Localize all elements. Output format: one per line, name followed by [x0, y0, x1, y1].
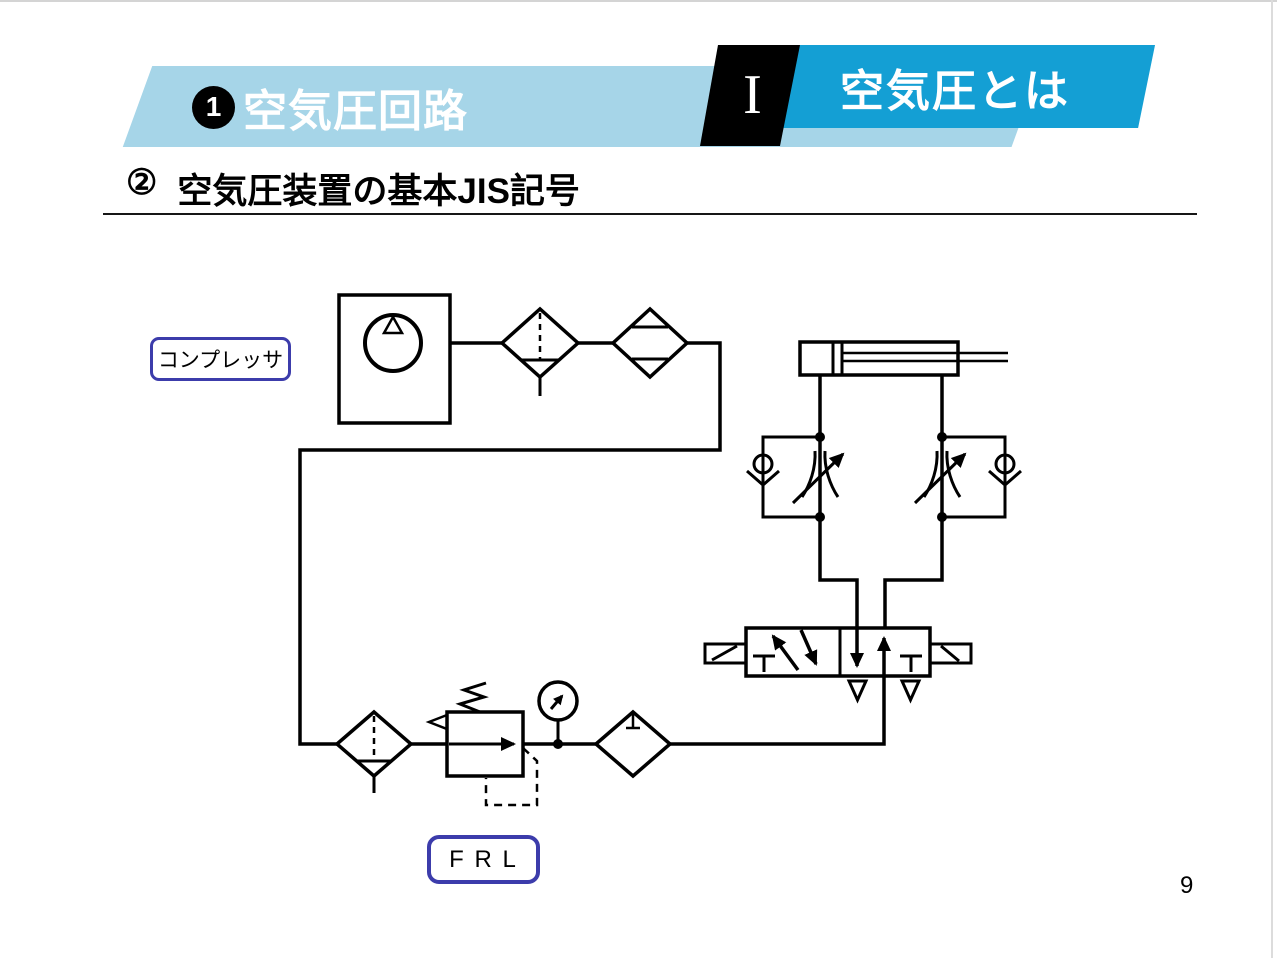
unit-title: 空気圧回路 — [243, 87, 468, 136]
frl-label-text: F R L — [449, 845, 518, 873]
section-number: ② — [126, 163, 158, 202]
chapter-banner — [763, 45, 1156, 128]
air-dryer-symbol — [610, 306, 690, 380]
lubricator-symbol — [593, 709, 673, 779]
page-number: 9 — [1180, 872, 1194, 899]
unit-heading: 1 空気圧回路 — [192, 83, 468, 136]
regulator-symbol — [425, 681, 539, 807]
unit-number-badge: 1 — [192, 85, 235, 129]
cylinder-symbol — [798, 340, 1008, 377]
pressure-gauge-symbol — [537, 680, 579, 749]
section-underline — [103, 213, 1197, 215]
compressor-label: コンプレッサ — [150, 337, 291, 381]
compressor-symbol — [337, 293, 452, 425]
chapter-title: 空気圧とは — [840, 66, 1070, 116]
frl-label: F R L — [427, 835, 540, 884]
section-heading: ② 空気圧装置の基本JIS記号 — [126, 163, 580, 214]
speed-controller-left-symbol — [746, 432, 845, 522]
speed-controller-right-symbol — [913, 432, 1022, 522]
pipe-lines — [298, 341, 944, 746]
chapter-numeral-banner — [700, 45, 800, 146]
air-filter-drain-symbol — [499, 306, 581, 396]
section-title: 空気圧装置の基本JIS記号 — [177, 172, 580, 211]
chapter-numeral: I — [743, 64, 762, 126]
slide-top-border — [0, 0, 1277, 2]
solenoid-valve-symbol — [703, 626, 973, 704]
frl-filter-symbol — [334, 709, 414, 793]
compressor-label-text: コンプレッサ — [157, 349, 284, 372]
slide-right-border — [1271, 0, 1273, 958]
